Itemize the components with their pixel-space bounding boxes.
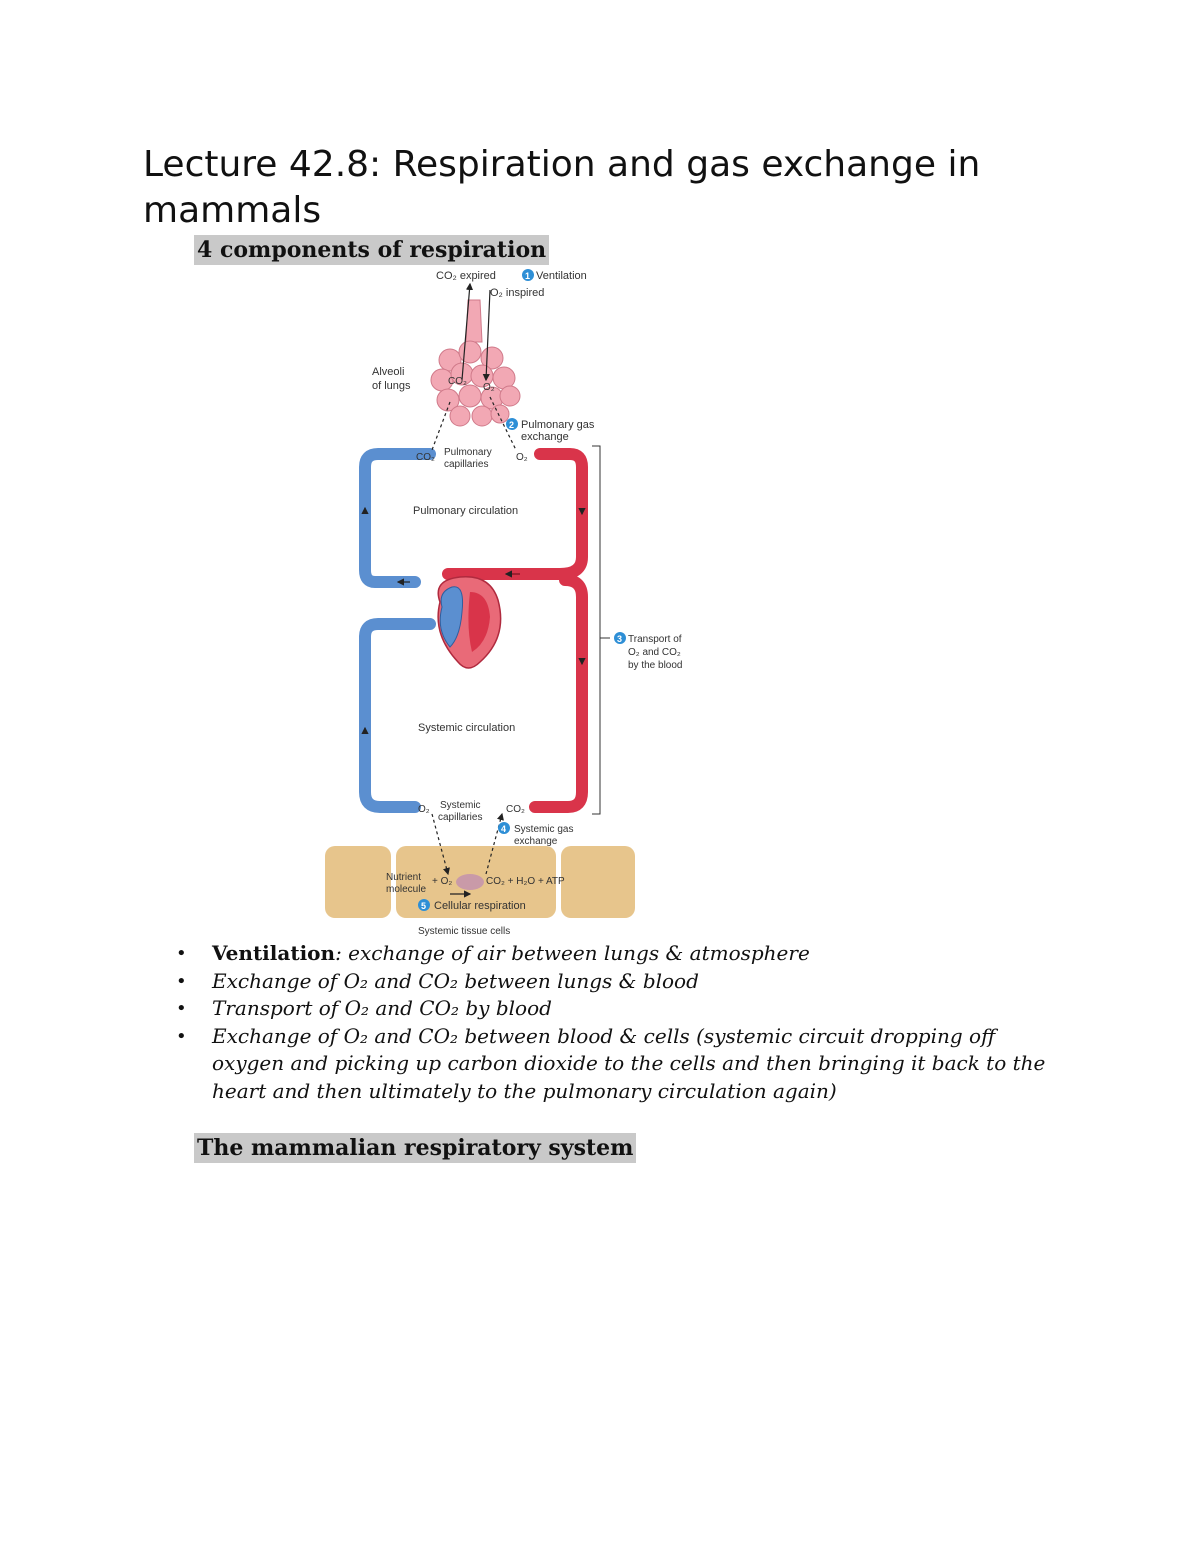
systemic-tissue-cells xyxy=(325,846,635,918)
alveoli-cluster xyxy=(430,299,521,427)
label-systemic-gas: Systemic gas xyxy=(514,824,573,835)
label-transport-1: Transport of xyxy=(628,634,682,645)
label-pulm-cap-co2: CO₂ xyxy=(416,452,435,463)
section-heading-components: 4 components of respiration xyxy=(194,235,550,265)
list-item-text: Transport of O₂ and CO₂ by blood xyxy=(212,996,552,1020)
step-3-badge xyxy=(614,632,626,644)
label-nutrient: Nutrient xyxy=(386,872,421,883)
label-systemic-exchange: exchange xyxy=(514,836,558,847)
step-1-badge xyxy=(522,269,534,281)
bullet-glyph: • xyxy=(176,943,187,964)
label-systemic-capillaries-1: Systemic xyxy=(440,800,481,811)
label-alveoli-co2: CO₂ xyxy=(448,376,467,387)
list-item: • Exchange of O₂ and CO₂ between lungs &… xyxy=(176,968,1046,996)
step-badges xyxy=(418,269,626,911)
gas-arrows xyxy=(361,282,586,898)
list-item: • Exchange of O₂ and CO₂ between blood &… xyxy=(176,1023,1046,1106)
list-item-text: : exchange of air between lungs & atmosp… xyxy=(335,941,810,965)
label-sys-cap-co2: CO₂ xyxy=(506,804,525,815)
step-1-number: 1 xyxy=(525,271,530,281)
label-transport-3: by the blood xyxy=(628,660,683,671)
label-pulmonary-gas: Pulmonary gas xyxy=(521,419,595,431)
step-4-number: 4 xyxy=(501,824,506,834)
respiration-diagram: CO₂ expired 1 Ventilation O₂ inspired Al… xyxy=(325,269,683,937)
label-ventilation: Ventilation xyxy=(536,270,587,282)
page-title: Lecture 42.8: Respiration and gas exchan… xyxy=(143,144,981,231)
systemic-loop xyxy=(359,574,588,813)
label-co2-expired: CO₂ expired xyxy=(436,270,496,282)
label-pulmonary-exchange: exchange xyxy=(521,431,569,443)
label-products: CO₂ + H₂O + ATP xyxy=(486,876,565,887)
list-item-text: Exchange of O₂ and CO₂ between lungs & b… xyxy=(212,968,699,993)
label-plus-o2: + O₂ xyxy=(432,876,452,887)
label-pulmonary-capillaries-2: capillaries xyxy=(444,459,488,470)
list-item: • Transport of O₂ and CO₂ by blood xyxy=(176,995,1046,1023)
list-item-text: Exchange of O₂ and CO₂ between blood & c… xyxy=(212,1023,1046,1103)
label-pulm-cap-o2: O₂ xyxy=(516,452,528,463)
label-cellular-respiration: Cellular respiration xyxy=(434,900,526,912)
list-item: • Ventilation: exchange of air between l… xyxy=(176,940,1046,968)
label-transport-2: O₂ and CO₂ xyxy=(628,647,681,658)
label-alveoli: Alveoli xyxy=(372,366,404,378)
label-systemic-capillaries-2: capillaries xyxy=(438,812,482,823)
respiration-components-list: • Ventilation: exchange of air between l… xyxy=(176,940,1046,1105)
step-4-badge xyxy=(498,822,510,834)
label-sys-cap-o2: O₂ xyxy=(418,804,430,815)
step-5-number: 5 xyxy=(421,901,426,911)
label-o2-inspired: O₂ inspired xyxy=(490,287,544,299)
label-systemic-tissue-cells: Systemic tissue cells xyxy=(418,926,510,937)
section-heading-respiratory-system: The mammalian respiratory system xyxy=(194,1133,637,1163)
label-of-lungs: of lungs xyxy=(372,380,411,392)
pulmonary-loop xyxy=(359,448,588,588)
step-2-number: 2 xyxy=(509,420,514,430)
list-item-bold: Ventilation xyxy=(212,941,336,965)
label-molecule: molecule xyxy=(386,884,426,895)
label-alveoli-o2: O₂ xyxy=(483,382,495,393)
step-5-badge xyxy=(418,899,430,911)
transport-bracket xyxy=(592,445,610,815)
label-pulmonary-circulation: Pulmonary circulation xyxy=(413,505,518,517)
label-pulmonary-capillaries-1: Pulmonary xyxy=(444,447,492,458)
bullet-glyph: • xyxy=(176,998,187,1019)
bullet-glyph: • xyxy=(176,1025,187,1047)
label-systemic-circulation: Systemic circulation xyxy=(418,722,515,734)
bullet-glyph: • xyxy=(176,970,187,992)
step-2-badge xyxy=(506,418,518,430)
heart xyxy=(437,575,502,669)
step-3-number: 3 xyxy=(617,634,622,644)
